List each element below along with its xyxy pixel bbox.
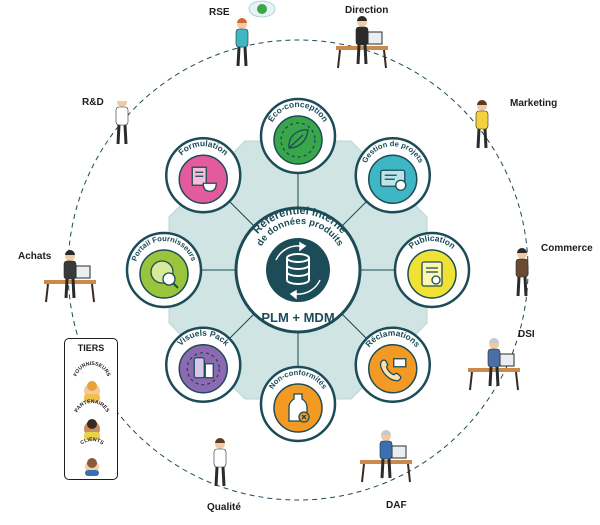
supplier-portal-icon — [150, 260, 179, 289]
tiers-title: TIERS — [77, 343, 105, 353]
tiers-svg: FOURNISSEURS PARTENAIRES CLIENTS — [73, 361, 112, 476]
role-label-qualite: Qualité — [207, 502, 241, 513]
role-label-achats: Achats — [18, 251, 52, 262]
role-label-rd: R&D — [82, 97, 104, 108]
achats-person — [44, 250, 96, 303]
module-node[interactable]: Non-conformités — [259, 365, 337, 443]
role-label-dsi: DSI — [518, 329, 535, 340]
marketing-person — [475, 100, 489, 149]
database-icon — [286, 253, 310, 285]
pack-visual-icon — [186, 352, 220, 386]
people-figures — [44, 0, 529, 487]
module-node[interactable]: Publication — [393, 231, 471, 309]
module-node[interactable]: Formulation — [164, 136, 242, 214]
rd-person — [115, 96, 129, 145]
module-node[interactable]: Portail Fournisseurs — [125, 231, 203, 309]
circular-arrows-icon — [275, 241, 321, 300]
module-node[interactable]: Gestion de projets — [354, 136, 432, 214]
daf-person — [360, 430, 412, 483]
center-node: Référentiel interne de données produits … — [234, 205, 362, 334]
laptop-icon — [499, 353, 515, 367]
phone-complaint-icon — [379, 358, 407, 382]
publication-share-icon — [421, 261, 443, 287]
svg-text:FOURNISSEURS: FOURNISSEURS — [73, 361, 112, 378]
formulation-icon — [191, 166, 217, 192]
leaf-icon — [280, 122, 316, 158]
dsi-person — [468, 338, 520, 391]
direction-person — [336, 16, 388, 69]
tiers-item-partenaires: PARTENAIRES — [74, 399, 111, 440]
module-node[interactable]: Éco-conception — [259, 97, 337, 175]
recycle-globe-icon — [248, 0, 276, 18]
laptop-icon — [367, 31, 383, 45]
laptop-icon — [75, 265, 91, 279]
role-label-rse: RSE — [209, 7, 230, 18]
module-node[interactable]: Réclamations — [354, 326, 432, 404]
role-label-daf: DAF — [386, 500, 407, 511]
bottle-error-icon — [288, 393, 310, 423]
role-label-marketing: Marketing — [510, 98, 558, 109]
svg-text:CLIENTS: CLIENTS — [79, 437, 104, 447]
center-subtitle: PLM + MDM — [261, 310, 334, 325]
rse-person — [235, 18, 249, 67]
project-board-icon — [380, 169, 407, 191]
tiers-item-clients: CLIENTS — [79, 437, 105, 476]
commerce-person — [515, 248, 529, 297]
qualite-person — [213, 438, 227, 487]
role-label-commerce: Commerce — [541, 243, 593, 254]
role-label-direction: Direction — [345, 5, 389, 16]
tiers-box: TIERS FOURNISSEURS PARTENAIRES CLIENTS — [64, 338, 118, 480]
svg-text:PARTENAIRES: PARTENAIRES — [74, 399, 111, 414]
tiers-item-fournisseurs: FOURNISSEURS — [73, 361, 112, 402]
module-node[interactable]: Visuels Pack — [164, 326, 242, 404]
laptop-icon — [391, 445, 407, 459]
